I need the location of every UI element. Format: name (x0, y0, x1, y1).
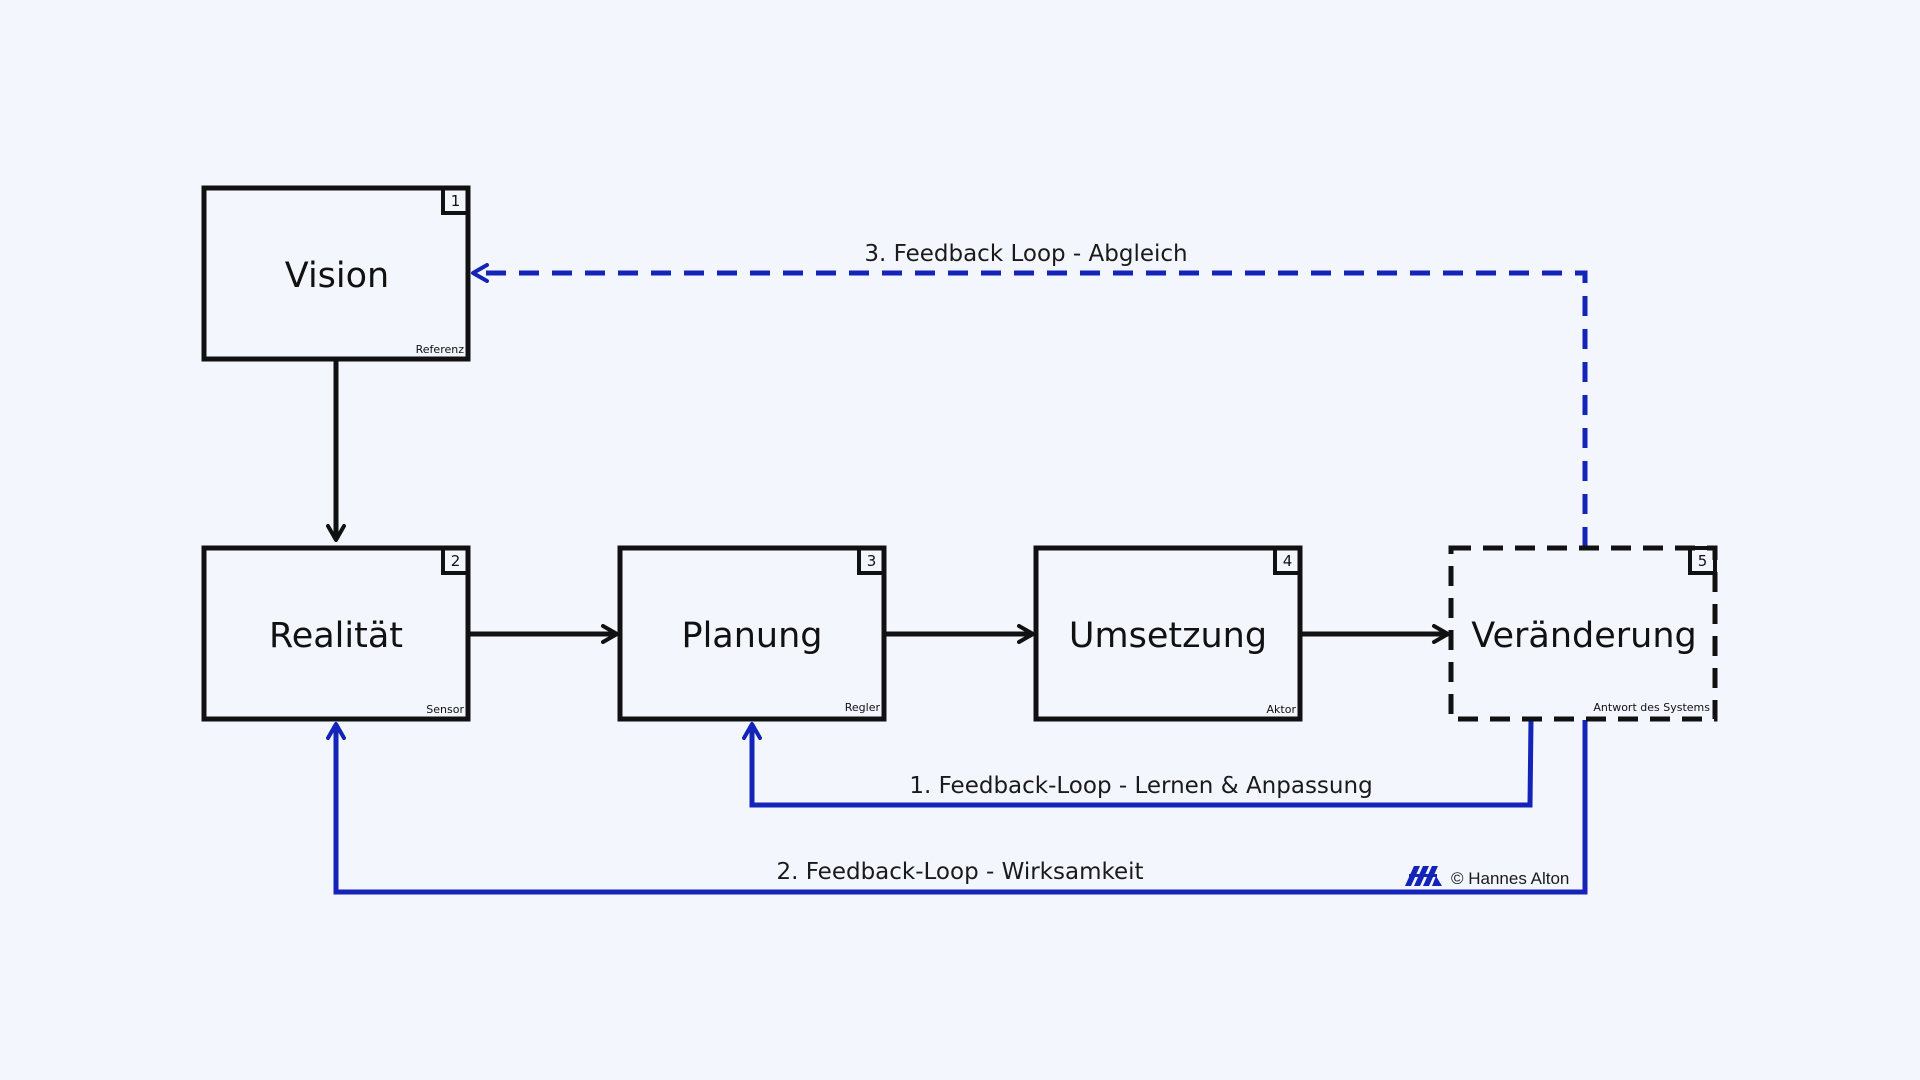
node-umsetzung-subtitle: Aktor (1267, 703, 1297, 716)
node-realitaet-title: Realität (269, 616, 403, 656)
node-veraenderung-subtitle: Antwort des Systems (1593, 701, 1710, 714)
node-vision-subtitle: Referenz (416, 343, 465, 356)
node-planung-number: 3 (867, 552, 877, 570)
node-umsetzung: 4 Umsetzung Aktor (1033, 545, 1303, 722)
node-veraenderung: 5 Veränderung Antwort des Systems (1448, 545, 1718, 722)
node-vision-title: Vision (285, 256, 389, 296)
feedback-loop-3-label: 3. Feedback Loop - Abgleich (864, 241, 1187, 267)
feedback-loop-1-line (742, 719, 1534, 808)
hannes-alton-logo-icon (1405, 866, 1442, 886)
node-veraenderung-title: Veränderung (1471, 616, 1697, 656)
feedback-loop-2-label: 2. Feedback-Loop - Wirksamkeit (776, 859, 1143, 885)
node-realitaet-subtitle: Sensor (426, 703, 464, 716)
credit: © Hannes Alton (1405, 866, 1569, 888)
node-vision-number: 1 (451, 192, 461, 210)
node-planung-title: Planung (681, 616, 822, 656)
node-realitaet-number: 2 (451, 552, 461, 570)
node-veraenderung-number: 5 (1698, 552, 1708, 570)
feedback-loop-3-line (471, 263, 1588, 547)
node-realitaet: 2 Realität Sensor (201, 545, 471, 722)
node-umsetzung-title: Umsetzung (1069, 616, 1267, 656)
credit-text: © Hannes Alton (1451, 869, 1569, 888)
node-umsetzung-number: 4 (1283, 552, 1293, 570)
node-vision: 1 Vision Referenz (201, 185, 471, 362)
feedback-loop-2-line (326, 720, 1588, 895)
feedback-loop-1-label: 1. Feedback-Loop - Lernen & Anpassung (909, 773, 1372, 799)
node-planung: 3 Planung Regler (617, 545, 887, 722)
node-planung-subtitle: Regler (845, 701, 881, 714)
